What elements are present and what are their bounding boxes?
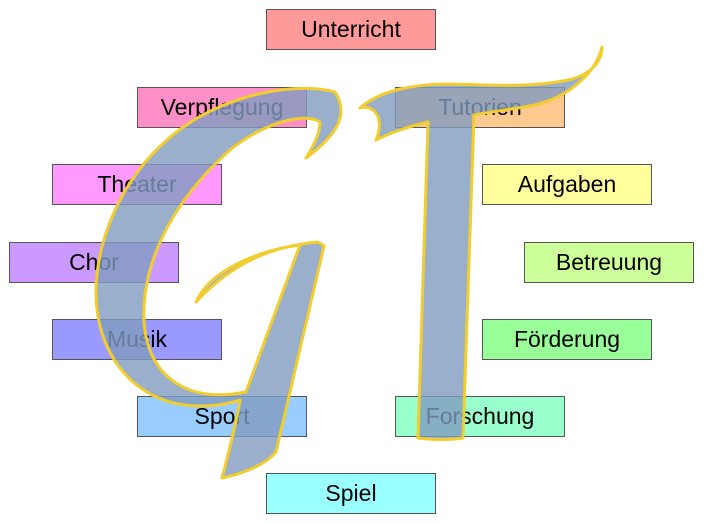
box-betreuung: Betreuung xyxy=(524,242,694,283)
box-tutorien: Tutorien xyxy=(395,87,565,128)
box-musik: Musik xyxy=(52,319,222,360)
box-chor: Chor xyxy=(9,242,179,283)
box-unterricht: Unterricht xyxy=(266,9,436,50)
box-aufgaben: Aufgaben xyxy=(482,164,652,205)
box-verpflegung: Verpflegung xyxy=(137,87,307,128)
box-spiel: Spiel xyxy=(266,473,436,514)
box-theater: Theater xyxy=(52,164,222,205)
box-forschung: Forschung xyxy=(395,396,565,437)
box-foerderung: Förderung xyxy=(482,319,652,360)
box-sport: Sport xyxy=(137,396,307,437)
